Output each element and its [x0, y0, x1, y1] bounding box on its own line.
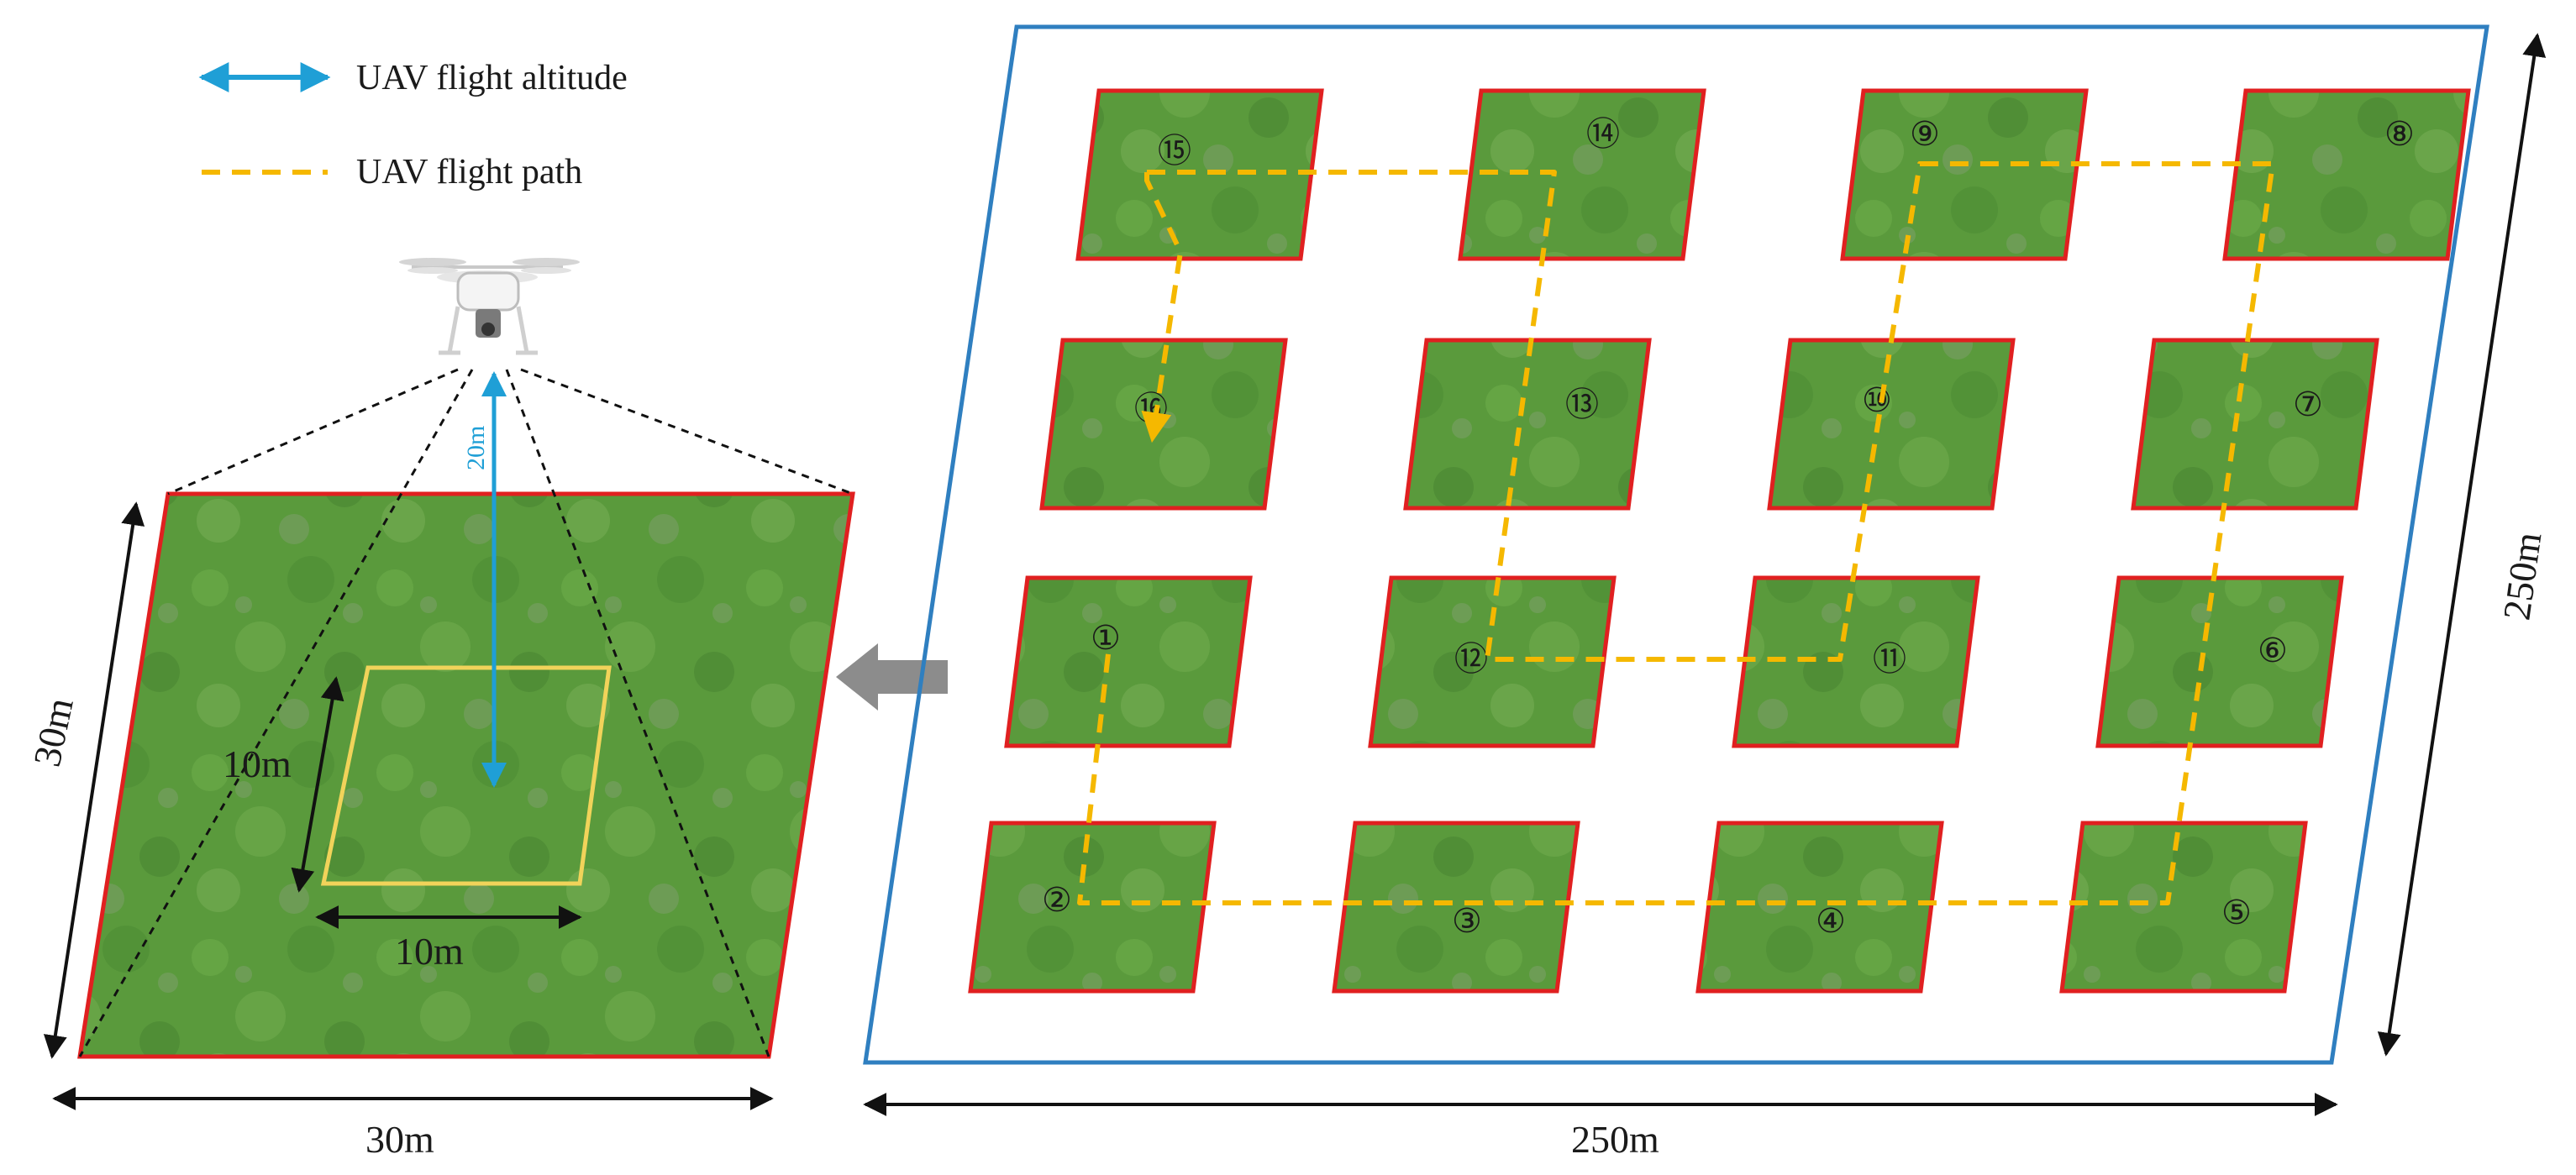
sample-plot-label: ⑬: [1565, 386, 1599, 423]
sample-plots: ⑮ ⑭ ⑨ ⑧ ⑯ ⑬ ⑩ ⑦ ① ⑫ ⑪ ⑥ ② ③ ④ ⑤: [968, 88, 2471, 994]
camera-field-of-view: [78, 368, 854, 1057]
survey-site: ⑮ ⑭ ⑨ ⑧ ⑯ ⑬ ⑩ ⑦ ① ⑫ ⑪ ⑥ ② ③ ④ ⑤ 250m 250m: [863, 24, 2550, 1161]
sample-plot-label: ①: [1091, 619, 1121, 657]
altitude-label: 20m: [462, 426, 490, 470]
sample-plot: ①: [1004, 575, 1253, 748]
flight-path-start-segment: [1141, 172, 1184, 443]
sample-height-label: 10m: [223, 742, 292, 785]
drone-icon: [399, 258, 580, 355]
legend-path-label: UAV flight path: [356, 153, 582, 191]
sample-plot-label: ⑮: [1158, 132, 1191, 170]
zoom-arrow-icon: [836, 643, 948, 711]
sample-plot-label: ⑫: [1454, 640, 1488, 678]
sample-plot-label: ⑨: [1910, 115, 1940, 153]
sample-plot-label: ⑥: [2258, 632, 2288, 669]
sample-plot: ⑩: [1767, 338, 2016, 511]
sample-plot: ⑥: [2095, 575, 2344, 748]
legend: UAV flight altitude UAV flight path: [198, 59, 628, 191]
sample-plot-image: [1075, 88, 1324, 261]
sample-plot-label: ③: [1452, 902, 1482, 940]
sample-plot-image: [1767, 338, 2016, 511]
sample-plot-image: [1368, 575, 1617, 748]
legend-altitude-label: UAV flight altitude: [356, 59, 628, 97]
sample-width-label: 10m: [395, 930, 464, 973]
sample-plot: ⑭: [1458, 88, 1706, 261]
sample-plot-image: [1004, 575, 1253, 748]
sample-plot-label: ⑤: [2221, 894, 2252, 931]
sample-plot-label: ⑯: [1134, 390, 1168, 428]
sample-plot-label: ⑭: [1586, 115, 1620, 153]
sample-plot-image: [2059, 821, 2308, 994]
sample-plot-image: [968, 821, 1217, 994]
sample-plot: ⑮: [1075, 88, 1324, 261]
plot-width-label: 30m: [365, 1118, 434, 1161]
plot-height-arrow: [43, 501, 145, 1059]
sample-plot: ⑤: [2059, 821, 2308, 994]
flight-path: [1077, 161, 2275, 905]
sample-plot-image: [1732, 575, 1980, 748]
detail-plot: 20m 10m 10m 30m 30m: [25, 368, 855, 1161]
sample-plot-label: ⑩: [1862, 381, 1892, 419]
sample-plot-image: [2095, 575, 2344, 748]
sample-plot-label: ⑦: [2293, 386, 2323, 423]
sample-plot: ⑦: [2131, 338, 2379, 511]
site-height-label: 250m: [2495, 529, 2549, 622]
sample-plot: ⑨: [1840, 88, 2089, 261]
sample-plot: ③: [1332, 821, 1580, 994]
site-width-label: 250m: [1571, 1118, 1659, 1161]
sample-plot-image: [1458, 88, 1706, 261]
site-boundary: [863, 24, 2489, 1065]
sample-plot: ⑬: [1403, 338, 1652, 511]
sample-plot-image: [1332, 821, 1580, 994]
sample-plot: ②: [968, 821, 1217, 994]
sample-plot-label: ④: [1816, 902, 1846, 940]
plot-height-label: 30m: [25, 694, 81, 770]
site-height-arrow: [2377, 33, 2547, 1057]
sample-plot: ⑫: [1368, 575, 1617, 748]
sample-plot-image: [1403, 338, 1652, 511]
sample-plot: ④: [1695, 821, 1944, 994]
sample-plot-label: ⑧: [2384, 115, 2415, 153]
sample-plot-label: ⑪: [1873, 640, 1906, 678]
sample-plot-image: [1840, 88, 2089, 261]
sample-plot: ⑪: [1732, 575, 1980, 748]
sample-plot-image: [2131, 338, 2379, 511]
sample-plot-image: [1695, 821, 1944, 994]
sample-height-arrow: [291, 676, 344, 893]
sample-plot-label: ②: [1042, 881, 1072, 919]
sample-plot: ⑯: [1039, 338, 1288, 511]
